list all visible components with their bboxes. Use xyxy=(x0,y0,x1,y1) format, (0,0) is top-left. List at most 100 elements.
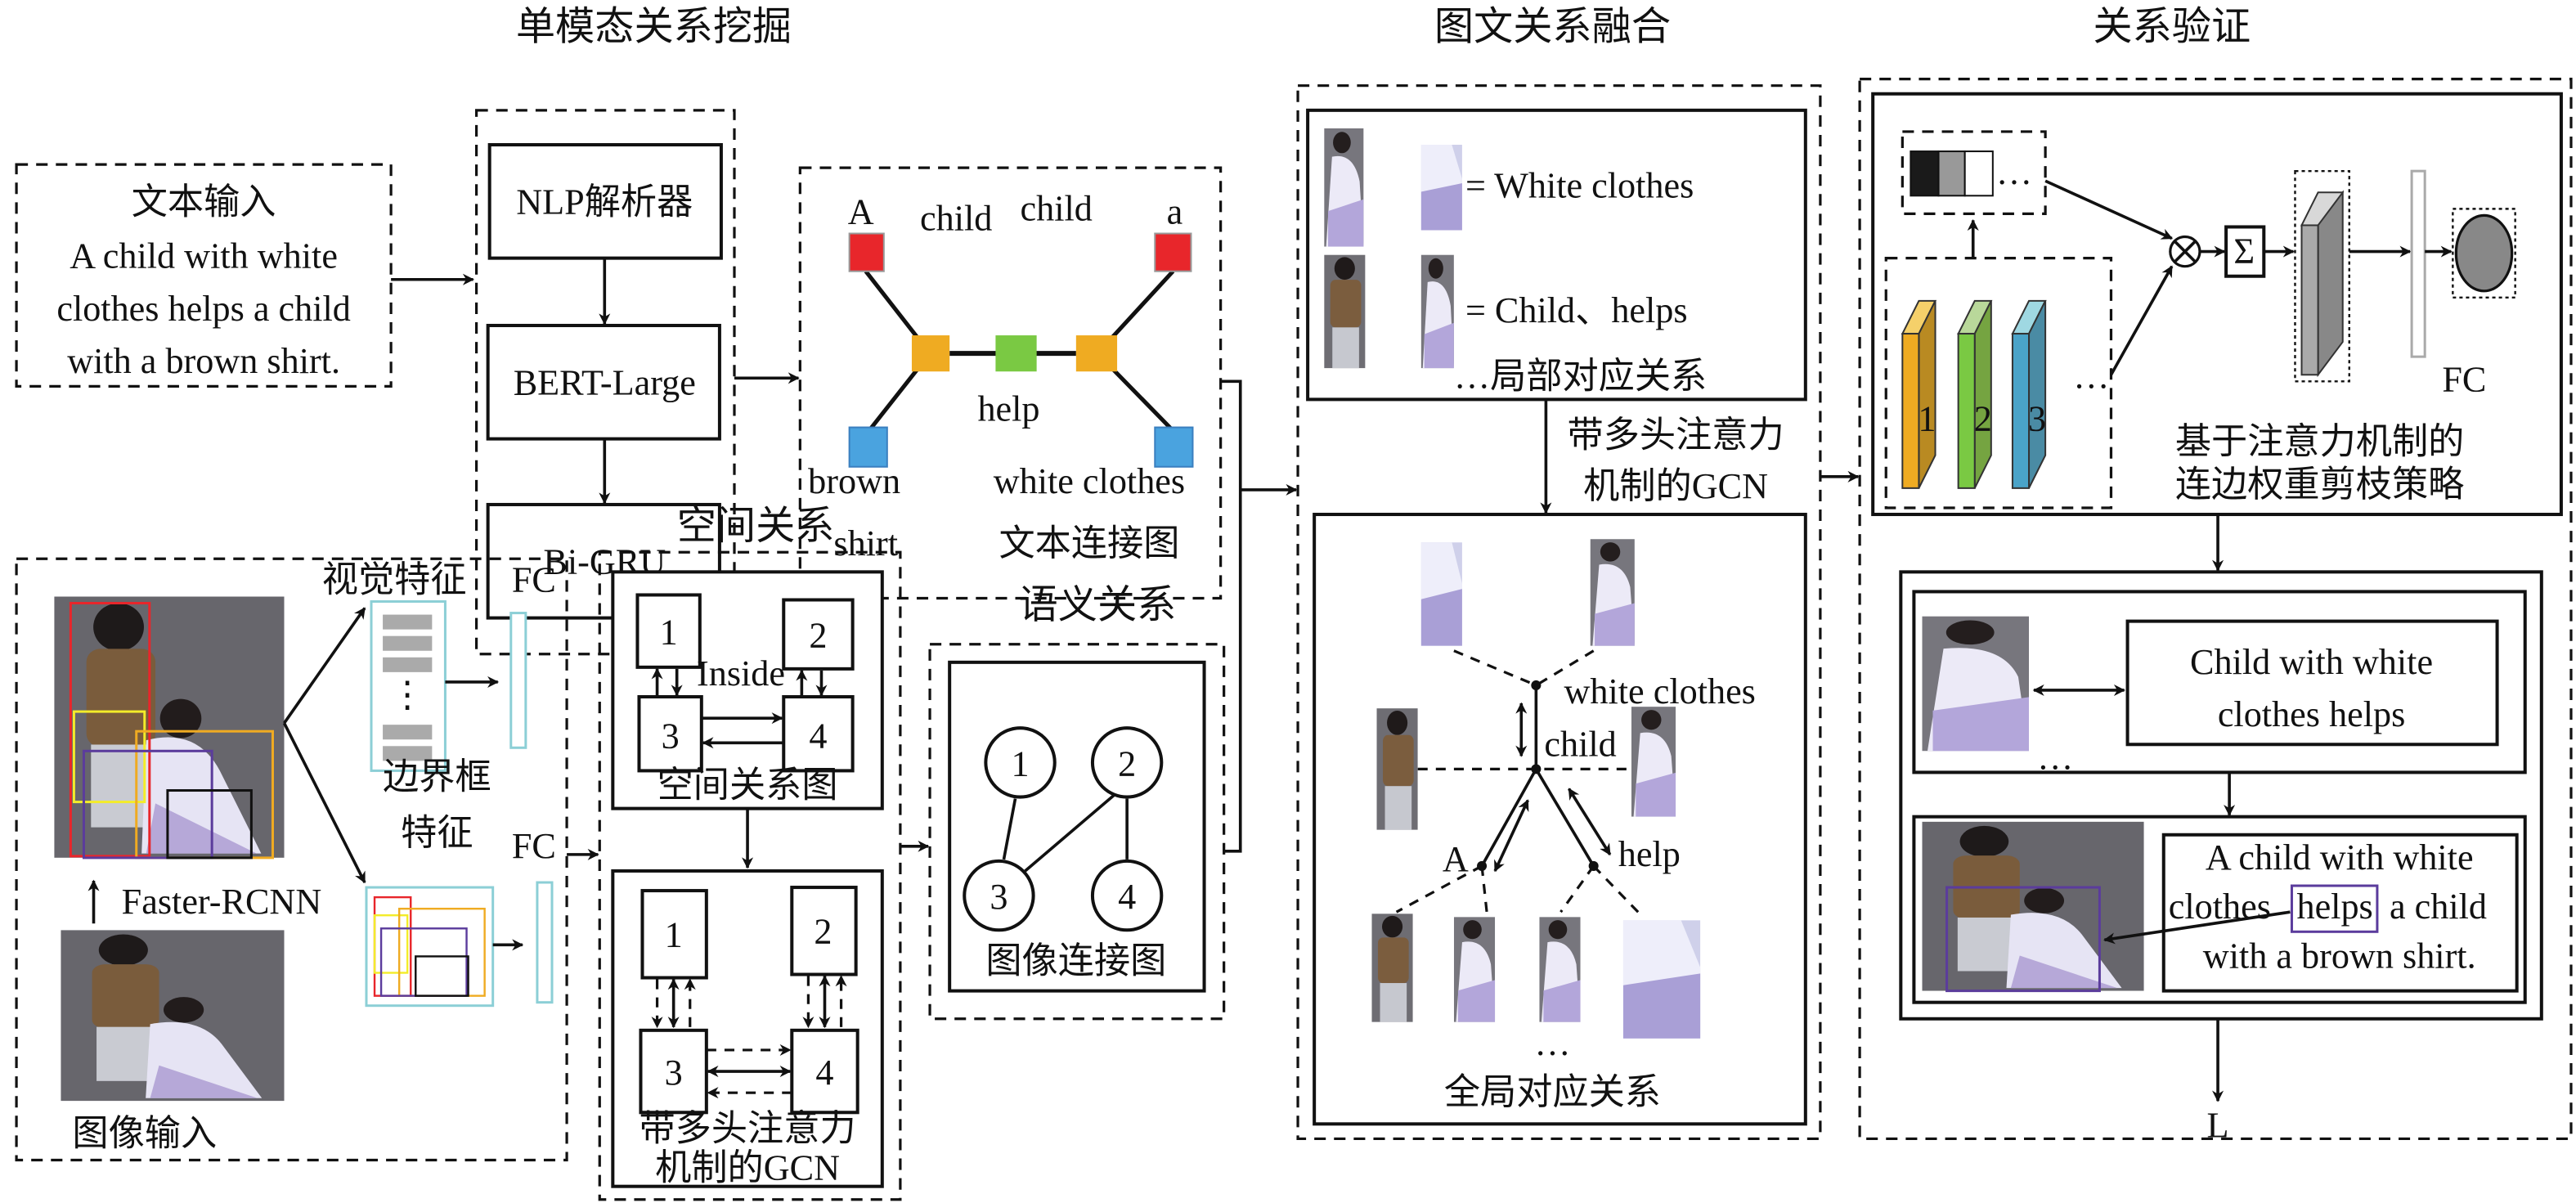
node-label: 2 xyxy=(814,911,832,951)
match-text: clothes helps xyxy=(2218,694,2405,734)
node-child-left xyxy=(911,335,950,372)
input-image xyxy=(61,930,285,1102)
gcn-label: 机制的GCN xyxy=(1583,466,1768,506)
ellipsis: … xyxy=(1996,152,2032,192)
node-label: 1 xyxy=(660,613,678,653)
title-fusion: 图文关系融合 xyxy=(1434,5,1671,48)
node-label: 3 xyxy=(662,716,680,756)
white-clothes-label: white clothes xyxy=(1564,671,1756,711)
connector-line xyxy=(1220,379,1242,853)
loss-label: L xyxy=(2207,1105,2229,1145)
region-image xyxy=(1622,920,1701,1039)
nlp-parser-label: NLP解析器 xyxy=(516,182,693,222)
node-label: 3 xyxy=(665,1053,683,1093)
gcn-label: 带多头注意力 xyxy=(1568,415,1784,456)
region-image xyxy=(1371,913,1413,1022)
text-input-line: A child with white xyxy=(70,236,338,276)
text-graph-caption: 文本连接图 xyxy=(999,523,1179,563)
region-image xyxy=(1631,707,1676,817)
bbox-feature-label: 边界框 xyxy=(383,757,491,797)
bert-large-label: BERT-Large xyxy=(514,362,696,402)
node-a xyxy=(1154,232,1192,272)
node-label: 3 xyxy=(990,877,1008,917)
text-input-line: clothes helps a child xyxy=(56,289,351,329)
match-text: Child with white xyxy=(2190,642,2433,682)
region-image xyxy=(1590,539,1635,646)
label-brown: brown xyxy=(808,461,900,501)
node-label: 4 xyxy=(815,1053,833,1093)
gcn-label: 机制的GCN xyxy=(655,1148,840,1188)
highlighted-word: helps xyxy=(2296,887,2372,927)
image-graph-caption: 图像连接图 xyxy=(985,941,1166,981)
node-brown-shirt xyxy=(848,426,888,468)
arrow xyxy=(282,722,366,884)
local-correspondence-caption: …局部对应关系 xyxy=(1454,356,1707,396)
text-input-panel: 文本输入 A child with white clothes helps a … xyxy=(15,163,393,388)
inside-label: Inside xyxy=(697,653,785,694)
ellipsis: … xyxy=(1534,1023,1570,1063)
bbox-feature-label: 特征 xyxy=(401,813,473,853)
label-a: a xyxy=(1167,191,1183,231)
text-input-label: 文本输入 xyxy=(132,182,276,222)
A-label: A xyxy=(1443,839,1469,879)
bert-large-box xyxy=(486,323,721,441)
visual-feature-label: 视觉特征 xyxy=(322,559,467,599)
fc-layer xyxy=(2410,169,2426,358)
region-image xyxy=(1324,128,1364,247)
multiply-icon xyxy=(2169,235,2201,268)
strategy-label: 连边权重剪枝策略 xyxy=(2175,465,2465,505)
region-image xyxy=(1324,254,1366,369)
region-image xyxy=(1420,542,1462,646)
strategy-label: 基于注意力机制的 xyxy=(2175,422,2465,462)
sentence-line-start: clothes xyxy=(2169,887,2271,927)
ellipsis: ⋮ xyxy=(389,675,425,715)
region-image xyxy=(1539,917,1581,1022)
node-label: 2 xyxy=(809,616,827,656)
global-correspondence-caption: 全局对应关系 xyxy=(1444,1072,1661,1112)
nlp-parser-box xyxy=(487,143,723,260)
title-spatial: 空间关系 xyxy=(677,505,835,548)
semantic-relation-panel: 1 2 3 4 图像连接图 xyxy=(928,643,1226,1021)
fc-layer-bbox xyxy=(536,881,554,1004)
sentence-line-end: a child xyxy=(2381,887,2487,927)
gcn-label: 带多头注意力 xyxy=(639,1108,855,1148)
sentence-line: with a brown shirt. xyxy=(2203,936,2476,976)
child-label: child xyxy=(1544,724,1616,764)
node-help xyxy=(995,335,1037,372)
label-A: A xyxy=(848,191,874,231)
spatial-graph-caption: 空间关系图 xyxy=(657,765,838,806)
layer-number: 2 xyxy=(1974,399,1992,439)
node-white-clothes xyxy=(1154,426,1194,468)
label-child: child xyxy=(1021,188,1093,228)
verified-image xyxy=(1922,821,2144,991)
image-input-label: 图像输入 xyxy=(72,1113,217,1153)
title-semantic: 语义关系 xyxy=(1019,584,1177,627)
sum-icon: Σ xyxy=(2233,231,2255,272)
output-node xyxy=(2454,213,2514,293)
verification-panel: … 1 2 3 … Σ FC 基 xyxy=(1858,78,2573,1145)
label-shirt: shirt xyxy=(833,523,898,563)
node-A xyxy=(848,232,885,272)
help-label: help xyxy=(1618,834,1681,874)
region-image xyxy=(1420,254,1454,369)
node-label: 1 xyxy=(1011,743,1029,783)
layer-number: 3 xyxy=(2028,399,2046,439)
fusion-panel: = White clothes = Child、helps …局部对应关系 带多… xyxy=(1296,84,1822,1141)
node-label: 1 xyxy=(665,914,683,954)
node-label: 4 xyxy=(1118,877,1136,917)
local-match-text: = Child、helps xyxy=(1465,290,1688,330)
node-label: 4 xyxy=(809,716,827,756)
text-graph-panel: A a child child help brown shirt white c… xyxy=(798,166,1223,600)
image-graph-box xyxy=(948,660,1206,993)
ellipsis: … xyxy=(2073,356,2109,396)
image-input-panel: Faster-RCNN 图像输入 视觉特征 FC ⋮ 边界框 特征 FC xyxy=(15,557,568,1162)
local-correspondence-box xyxy=(1306,108,1807,402)
text-input-line: with a brown shirt. xyxy=(67,341,340,381)
region-image xyxy=(1922,616,2030,752)
fc-label: FC xyxy=(2442,359,2486,399)
local-match-text: = White clothes xyxy=(1465,165,1694,205)
fc-label: FC xyxy=(512,559,556,599)
label-white-clothes: white clothes xyxy=(994,461,1185,501)
input-image-detected xyxy=(54,596,285,858)
